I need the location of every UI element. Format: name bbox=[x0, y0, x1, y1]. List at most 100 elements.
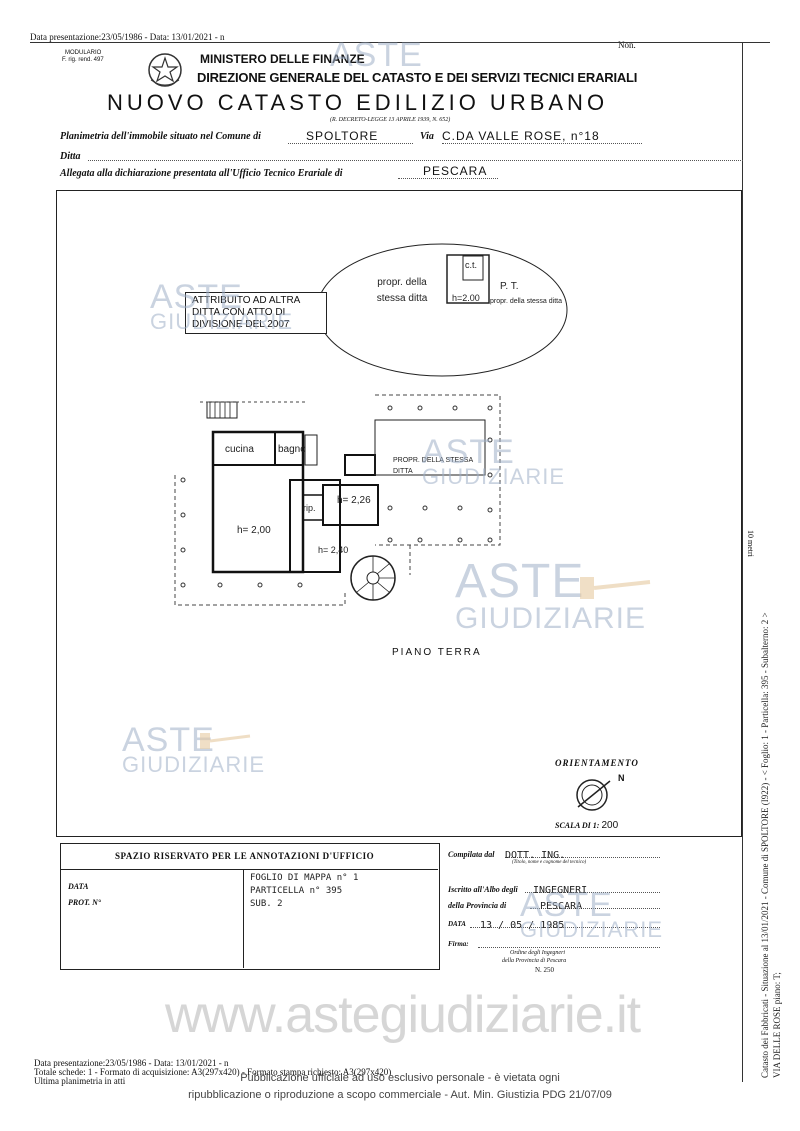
firma-label: Firma: bbox=[448, 940, 469, 948]
scala-prefix: SCALA DI 1: bbox=[555, 821, 600, 830]
north-label: N bbox=[618, 773, 625, 783]
watermark-1-giud: GIUDIZIARIE bbox=[150, 309, 294, 334]
annot-data-label: DATA bbox=[68, 882, 89, 891]
ministry-name: MINISTERO DELLE FINANZE bbox=[200, 52, 365, 66]
sidebar-text1: Catasto dei Fabbricati - Situazione al 1… bbox=[760, 612, 770, 1078]
firma-field bbox=[478, 935, 660, 948]
watermark-4-aste: ASTE bbox=[122, 721, 215, 759]
provincia-field: PESCARA bbox=[530, 896, 660, 912]
bottom-line1: Data presentazione:23/05/1986 - Data: 13… bbox=[34, 1058, 229, 1068]
compass-icon bbox=[576, 779, 611, 811]
decree-reference: (R. DECRETO-LEGGE 13 APRILE 1939, N. 652… bbox=[330, 117, 451, 123]
header-top-right: Non. bbox=[618, 40, 636, 50]
annotations-title: SPAZIO RISERVATO PER LE ANNOTAZIONI D'UF… bbox=[115, 851, 375, 861]
annotations-divider bbox=[243, 869, 244, 968]
room-rip: rip. bbox=[303, 503, 316, 513]
room-cucina: cucina bbox=[225, 444, 254, 455]
data2-label: DATA bbox=[448, 920, 466, 928]
floor-label: PIANO TERRA bbox=[392, 647, 482, 658]
compilata-field: DOTT. ING. bbox=[505, 845, 660, 861]
via-field: C.DA VALLE ROSE, n°18 bbox=[442, 127, 642, 144]
provincia-value: PESCARA bbox=[540, 901, 583, 912]
watermark-3: ASTE GIUDIZIARIE bbox=[455, 555, 647, 635]
website-watermark: www.astegiudiziarie.it bbox=[165, 986, 641, 1044]
sidebar-scale: 10 metri bbox=[746, 530, 755, 557]
ufficio-field: PESCARA bbox=[398, 162, 498, 179]
particella-value: PARTICELLA n° 395 bbox=[250, 886, 343, 896]
scala-value: 200 bbox=[601, 820, 619, 831]
watermark-5-giud: GIUDIZIARIE bbox=[520, 917, 664, 942]
annotations-header-row bbox=[60, 843, 438, 870]
direction-name: DIREZIONE GENERALE DEL CATASTO E DEI SER… bbox=[197, 70, 638, 85]
watermark-5-aste: ASTE bbox=[520, 886, 613, 924]
allegata-label: Allegata alla dichiarazione presentata a… bbox=[60, 168, 343, 179]
ellipse-note: ATTRIBUITO AD ALTRA DITTA CON ATTO DI DI… bbox=[192, 295, 300, 330]
drawing-frame bbox=[56, 190, 742, 837]
top-border bbox=[30, 42, 770, 43]
notice-line1: Pubblicazione ufficiale ad uso esclusivo… bbox=[240, 1072, 560, 1084]
ordine-line1: Ordine degli Ingegneri bbox=[510, 950, 566, 956]
watermark-2-aste: ASTE bbox=[422, 433, 515, 471]
via-value: C.DA VALLE ROSE, n°18 bbox=[442, 129, 600, 143]
watermark-6: ASTE bbox=[330, 36, 423, 74]
right-border bbox=[742, 42, 743, 1082]
watermark-2-giud: GIUDIZIARIE bbox=[422, 464, 566, 489]
height-226: h= 2,26 bbox=[337, 495, 371, 506]
albo-value: INGEGNERI bbox=[533, 885, 588, 896]
bottom-line2: Totale schede: 1 - Formato di acquisizio… bbox=[34, 1067, 392, 1077]
watermark-4-giud: GIUDIZIARIE bbox=[122, 752, 266, 777]
comune-field: SPOLTORE bbox=[288, 127, 413, 144]
watermark-5: ASTE GIUDIZIARIE bbox=[520, 886, 664, 942]
ellipse-outline bbox=[316, 243, 568, 377]
modulario-label: MODULARIO bbox=[65, 50, 102, 56]
sidebar-text2: VIA DELLE ROSE piano: T; bbox=[772, 972, 782, 1078]
state-emblem-icon bbox=[145, 50, 185, 90]
albo-field: INGEGNERI bbox=[525, 880, 660, 896]
bottom-line3: Ultima planimetria in atti bbox=[34, 1076, 126, 1086]
provincia-label: della Provincia di bbox=[448, 901, 507, 910]
via-label: Via bbox=[420, 131, 434, 142]
data2-field: 13 / 05 / 1985 bbox=[470, 915, 660, 931]
foglio-value: FOGLIO DI MAPPA n° 1 bbox=[250, 873, 359, 883]
document-title: NUOVO CATASTO EDILIZIO URBANO bbox=[107, 90, 609, 115]
sub-value: SUB. 2 bbox=[250, 899, 283, 909]
notice-line2: ripubblicazione o riproduzione a scopo c… bbox=[188, 1089, 612, 1101]
scala-label: SCALA DI 1: 200 bbox=[555, 820, 618, 831]
annot-prot-label: PROT. N° bbox=[68, 898, 102, 907]
watermark-1: ASTE GIUDIZIARIE bbox=[150, 278, 294, 334]
watermark-6-aste: ASTE bbox=[330, 36, 423, 74]
watermark-3-giud: GIUDIZIARIE bbox=[455, 602, 647, 635]
height-240: h= 2,40 bbox=[318, 545, 349, 555]
room-bagno: bagno bbox=[278, 444, 306, 455]
iscritto-label: Iscritto all'Albo degli bbox=[448, 885, 518, 894]
watermark-1-aste: ASTE bbox=[150, 278, 243, 316]
orientamento-label: ORIENTAMENTO bbox=[555, 758, 639, 768]
annotations-box bbox=[60, 843, 440, 970]
prop-right-label: PROPR. DELLA STESSA DITTA bbox=[393, 457, 473, 475]
prop-stessa-label: propr. della stessa ditta bbox=[376, 277, 428, 304]
data2-value: 13 / 05 / 1985 bbox=[480, 920, 565, 931]
h-small-label: h=2.00 bbox=[452, 293, 480, 303]
ditta-label: Ditta bbox=[60, 151, 81, 162]
pt-label: P. T. bbox=[500, 281, 519, 292]
ditta-field bbox=[88, 148, 743, 161]
header-top-line: Data presentazione:23/05/1986 - Data: 13… bbox=[30, 32, 225, 42]
prop-small-label: propr. della stessa ditta bbox=[490, 298, 562, 305]
height-main: h= 2,00 bbox=[237, 525, 271, 536]
gavel-icon bbox=[580, 577, 651, 599]
compilata-sub: (Titolo, nome e cognome del tecnico) bbox=[512, 860, 587, 865]
compilata-value: DOTT. ING. bbox=[505, 850, 566, 861]
modulario-sub: F. rig. rend. 497 bbox=[62, 57, 104, 63]
compilata-label: Compilata dal bbox=[448, 850, 495, 859]
gavel-icon-2 bbox=[200, 733, 251, 749]
ufficio-value: PESCARA bbox=[423, 164, 488, 178]
watermark-4: ASTE GIUDIZIARIE bbox=[122, 721, 266, 777]
comune-value: SPOLTORE bbox=[306, 129, 379, 143]
watermark-3-aste: ASTE bbox=[455, 555, 585, 608]
ordine-line3: N. 250 bbox=[535, 966, 555, 974]
planimetria-label: Planimetria dell'immobile situato nel Co… bbox=[60, 131, 261, 142]
ct-label: c.t. bbox=[465, 260, 478, 270]
watermark-2: ASTE GIUDIZIARIE bbox=[422, 433, 566, 489]
floor-plan bbox=[174, 394, 501, 606]
ellipse-note-box: ATTRIBUITO AD ALTRA DITTA CON ATTO DI DI… bbox=[185, 292, 327, 334]
